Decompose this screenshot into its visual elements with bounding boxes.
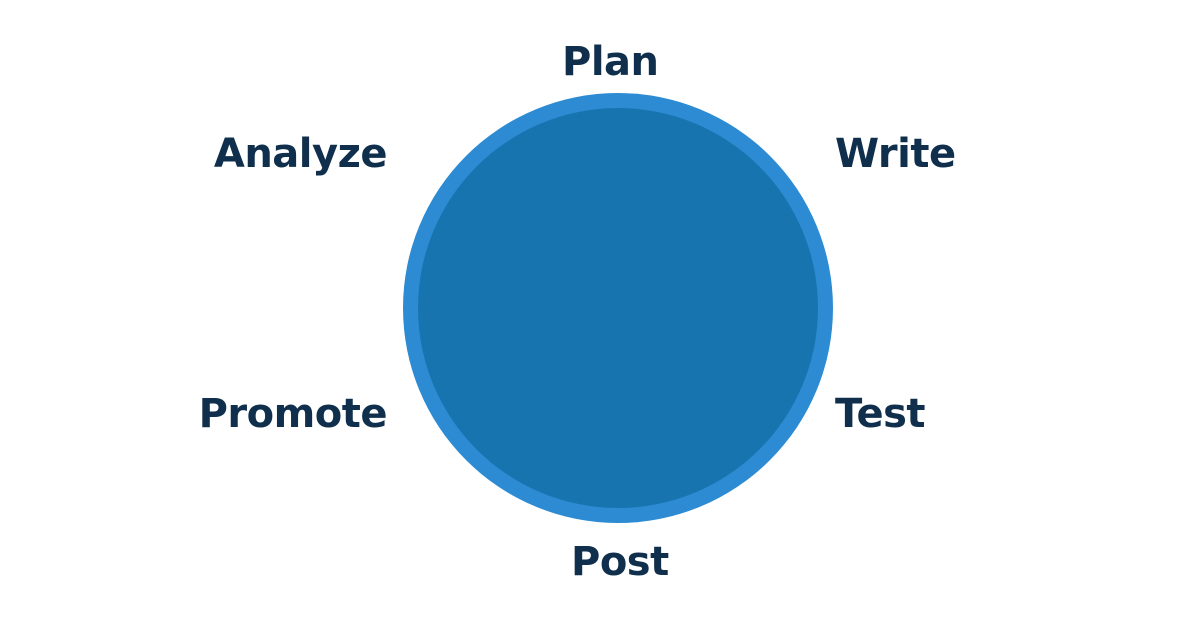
stage-label-test: Test — [835, 391, 926, 437]
stage-label-write: Write — [835, 131, 956, 177]
stage-label-promote: Promote — [198, 391, 388, 437]
cycle-circle-core — [418, 108, 818, 508]
stage-label-analyze: Analyze — [213, 131, 388, 177]
stage-label-post: Post — [571, 539, 669, 585]
cycle-circle-ring — [403, 93, 833, 523]
stage-label-plan: Plan — [562, 39, 659, 85]
